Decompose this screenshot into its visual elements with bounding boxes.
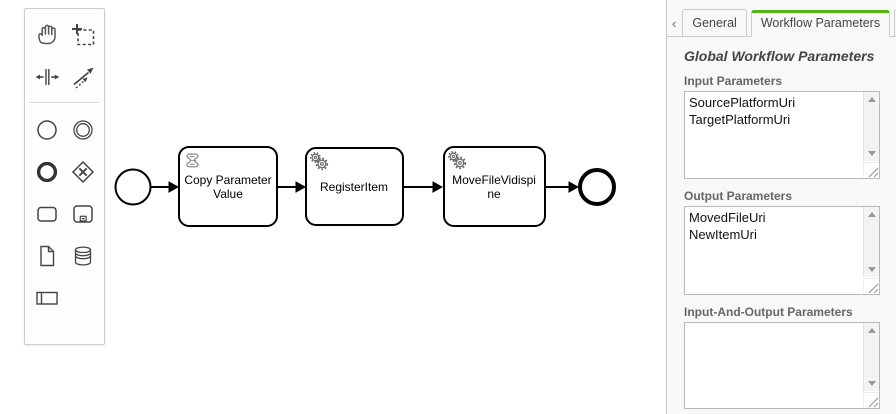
panel-heading: Global Workflow Parameters — [684, 48, 875, 64]
parameter-line: SourcePlatformUri — [689, 95, 796, 110]
palette-separator — [29, 102, 100, 103]
bpmn-start-event[interactable] — [114, 168, 152, 206]
scrollbar[interactable] — [863, 323, 879, 391]
create-data-object[interactable] — [29, 235, 64, 277]
tab-scroll-left-icon[interactable]: ‹ — [672, 16, 677, 31]
output-parameters-value[interactable]: MovedFileUri NewItemUri — [685, 207, 862, 294]
subprocess-icon — [70, 201, 96, 227]
end-event-icon — [34, 159, 60, 185]
start-event-icon — [34, 117, 60, 143]
properties-panel: ‹ General Workflow Parameters I › Global… — [666, 0, 896, 414]
properties-tabbar: ‹ General Workflow Parameters I › — [667, 0, 896, 37]
diagram-canvas[interactable]: Copy Parameter Value RegisterItem — [0, 0, 666, 414]
tab-workflow-parameters[interactable]: Workflow Parameters — [750, 10, 891, 37]
scroll-up-icon[interactable] — [867, 212, 876, 217]
bpmn-task-movefilevidispine[interactable]: MoveFileVidispi ne — [443, 146, 546, 227]
sequence-flow-3[interactable] — [404, 181, 444, 193]
gateway-icon — [70, 159, 96, 185]
participant-icon — [34, 285, 60, 311]
create-end-event[interactable] — [29, 151, 64, 193]
bpmn-task-registeritem[interactable]: RegisterItem — [305, 147, 404, 226]
scroll-down-icon[interactable] — [867, 267, 876, 272]
connect-icon — [70, 64, 96, 90]
tab-clipped[interactable]: I — [894, 9, 896, 36]
bpmn-end-event[interactable] — [578, 168, 616, 206]
create-participant[interactable] — [29, 277, 64, 319]
task-label-line: RegisterItem — [320, 180, 388, 194]
scroll-up-icon[interactable] — [867, 97, 876, 102]
input-parameters-label: Input Parameters — [684, 74, 783, 88]
tool-palette — [24, 8, 105, 345]
sequence-flow-2[interactable] — [278, 181, 307, 193]
create-start-event[interactable] — [29, 109, 64, 151]
lasso-tool[interactable] — [65, 14, 100, 56]
bpmn-diagram: Copy Parameter Value RegisterItem — [114, 146, 616, 227]
parameter-line: NewItemUri — [689, 227, 757, 242]
output-parameters-label: Output Parameters — [684, 189, 793, 203]
create-data-store[interactable] — [65, 235, 100, 277]
resize-grip-icon[interactable] — [863, 392, 879, 408]
scroll-down-icon[interactable] — [867, 381, 876, 386]
create-subprocess[interactable] — [65, 193, 100, 235]
intermediate-event-icon — [70, 117, 96, 143]
create-gateway[interactable] — [65, 151, 100, 193]
parameter-line: MovedFileUri — [689, 210, 766, 225]
output-parameters-field[interactable]: MovedFileUri NewItemUri — [684, 206, 880, 295]
scroll-up-icon[interactable] — [867, 328, 876, 333]
global-connect-tool[interactable] — [65, 56, 100, 98]
tab-general[interactable]: General — [682, 9, 747, 36]
task-icon — [34, 201, 60, 227]
input-and-output-parameters-label: Input-And-Output Parameters — [684, 305, 853, 319]
create-intermediate-event[interactable] — [65, 109, 100, 151]
space-tool[interactable] — [29, 56, 64, 98]
data-object-icon — [34, 243, 60, 269]
input-parameters-field[interactable]: SourcePlatformUri TargetPlatformUri — [684, 91, 880, 179]
hand-icon — [34, 22, 60, 48]
input-and-output-parameters-field[interactable] — [684, 322, 880, 409]
resize-grip-icon[interactable] — [863, 162, 879, 178]
sequence-flow-4[interactable] — [546, 181, 580, 193]
data-store-icon — [70, 243, 96, 269]
sequence-flow-1[interactable] — [151, 181, 180, 193]
resize-grip-icon[interactable] — [863, 278, 879, 294]
scrollbar[interactable] — [863, 92, 879, 161]
hand-tool[interactable] — [29, 14, 64, 56]
bpmn-task-copy-parameter-value[interactable]: Copy Parameter Value — [178, 146, 278, 227]
task-label-line: Copy Parameter — [184, 173, 271, 187]
parameter-line: TargetPlatformUri — [689, 112, 791, 127]
scrollbar[interactable] — [863, 207, 879, 277]
scroll-down-icon[interactable] — [867, 151, 876, 156]
lasso-icon — [70, 22, 96, 48]
script-task-icon — [186, 153, 199, 168]
task-label-line: MoveFileVidispi — [452, 173, 536, 187]
input-and-output-parameters-value[interactable] — [685, 323, 862, 408]
space-tool-icon — [34, 64, 60, 90]
task-label-line: Value — [213, 187, 243, 201]
input-parameters-value[interactable]: SourcePlatformUri TargetPlatformUri — [685, 92, 862, 178]
create-task[interactable] — [29, 193, 64, 235]
task-label-line: ne — [487, 187, 501, 201]
